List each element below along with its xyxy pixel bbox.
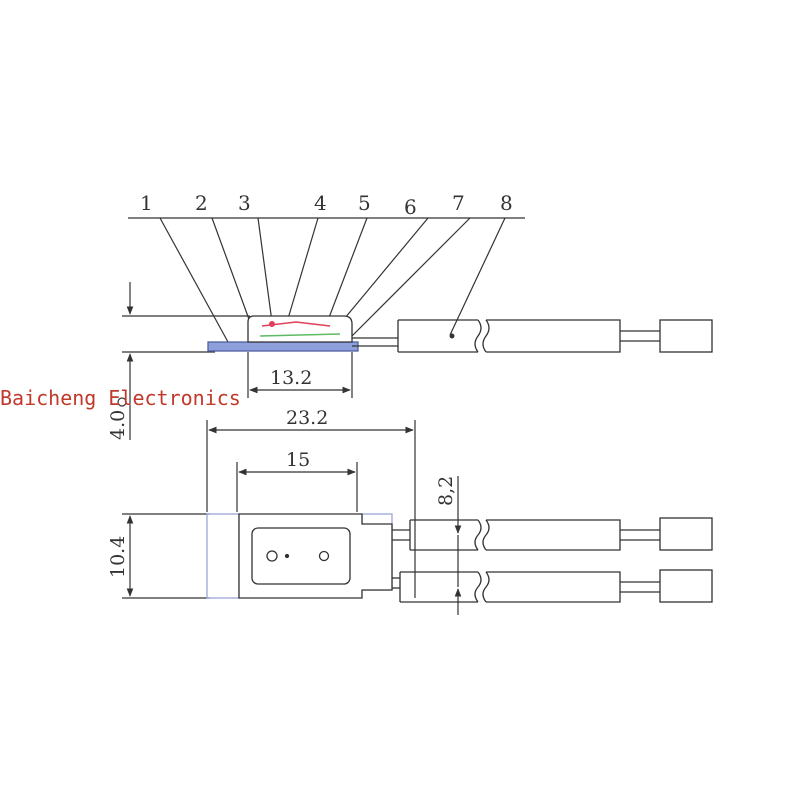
dim-height [117,282,134,440]
dim-height-value: 4.0 [107,410,129,440]
lead-upper-sleeve [409,519,478,551]
base-plate-left [206,513,240,599]
leader-8 [449,217,506,336]
side-sleeve-break-2 [482,319,490,353]
side-sleeve [397,319,478,353]
part-label-5: 5 [358,191,371,215]
lead-upper-break [474,519,482,551]
side-view [122,315,713,353]
lead-lower-sleeve-far [486,571,621,603]
leader-5 [324,217,368,329]
dim-width-value: 10.4 [107,536,129,578]
dim-body-length-value: 13.2 [270,367,312,389]
part-label-4: 4 [314,191,327,215]
thermal-body [247,315,353,343]
part-label-8: 8 [500,191,513,215]
internal-strip [259,333,341,337]
sleeve-point [449,333,455,339]
housing-window [251,527,351,585]
dim-height-mark [117,397,127,407]
base-plate [207,341,359,352]
part-label-7: 7 [452,191,465,215]
rivet-right [318,550,330,562]
leader-1 [159,217,229,343]
top-view [122,513,713,603]
lead-upper-terminal [659,517,713,551]
rivet-left [266,550,278,562]
part-label-3: 3 [238,191,251,215]
part-label-2: 2 [195,191,208,215]
part-label-6: 6 [404,195,417,219]
dim-total-length [206,420,416,598]
lead-lower-sleeve [399,571,478,603]
side-sleeve-break [474,319,482,353]
side-terminal [659,319,713,353]
part-label-1: 1 [140,191,153,215]
dim-housing-length-value: 15 [286,449,310,471]
leader-2 [211,217,251,323]
lead-lower-break [474,571,482,603]
dim-total-length-value: 23.2 [286,407,328,429]
contact-dot [269,321,275,327]
lead-lower-terminal [659,569,713,603]
side-sleeve-far [486,319,621,353]
watermark: Baicheng Electronics [0,386,241,410]
part-labels: 1 2 3 4 5 6 7 8 [140,191,513,219]
lead-upper-sleeve-far [486,519,621,551]
dim-lead-spacing-value: 8,2 [435,476,457,506]
lead-lower-break-2 [482,571,490,603]
dim-housing-length [236,462,358,512]
lead-upper-break-2 [482,519,490,551]
leader-4 [286,217,319,323]
leader-7 [345,217,471,343]
rivet-center [284,553,290,559]
dim-body-length [247,352,353,398]
leader-3 [257,217,273,323]
